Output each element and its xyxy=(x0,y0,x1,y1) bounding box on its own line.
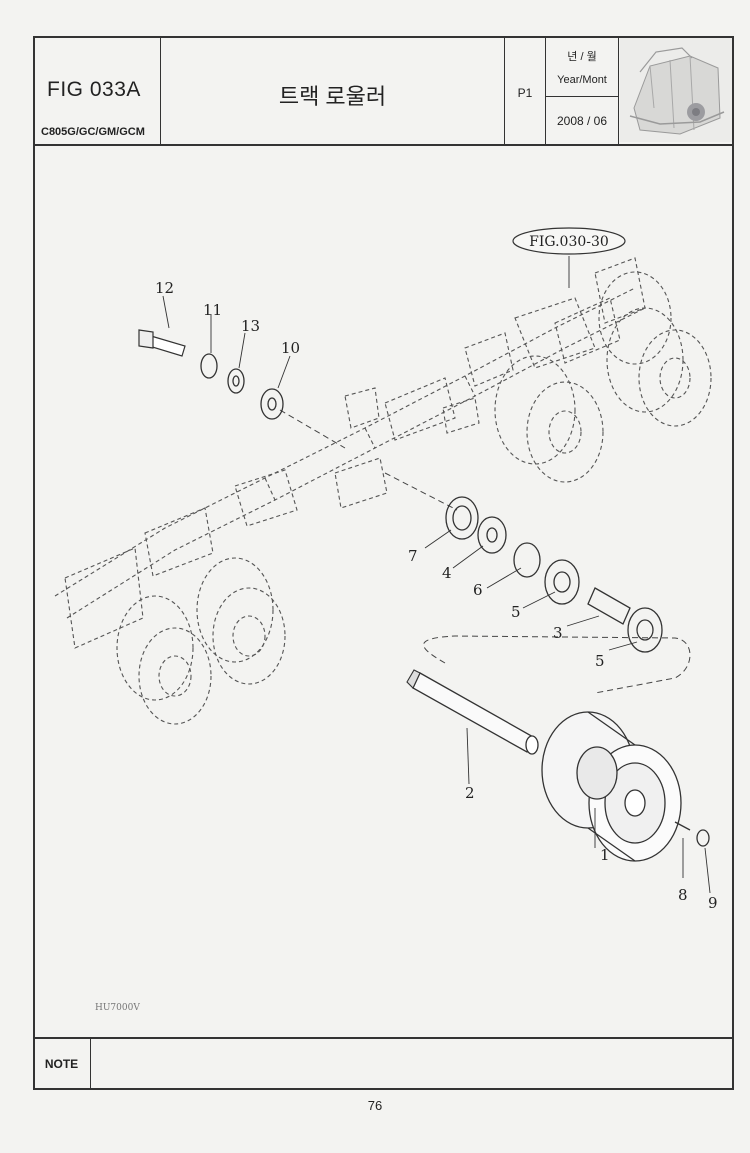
date-cell: 년 / 월 Year/Mont 2008 / 06 xyxy=(546,36,619,144)
model-list: C805G/GC/GM/GCM xyxy=(41,126,145,138)
callout-9: 9 xyxy=(708,894,718,912)
note-label: NOTE xyxy=(33,1039,91,1090)
year-month-english: Year/Mont xyxy=(557,74,607,86)
callout-12: 12 xyxy=(155,279,174,297)
washer-stack xyxy=(200,353,710,847)
figure-reference-tag: FIG.030-30 xyxy=(512,227,626,255)
callout-11: 11 xyxy=(203,301,222,319)
callout-labels: 1 2 3 4 5 5 6 7 8 9 10 11 12 13 xyxy=(155,279,718,912)
callout-6: 6 xyxy=(473,581,483,599)
roller-part-1 xyxy=(541,711,682,862)
callout-5a: 5 xyxy=(511,603,521,621)
callout-13: 13 xyxy=(241,317,260,335)
leader-dashes xyxy=(279,409,691,694)
callout-2: 2 xyxy=(465,784,475,802)
issue-date: 2008 / 06 xyxy=(556,114,608,128)
figure-reference: FIG.030-30 xyxy=(529,234,609,250)
track-frame-outline xyxy=(54,257,712,725)
note-section: NOTE xyxy=(33,1037,734,1090)
fig-cell: FIG 033A C805G/GC/GM/GCM xyxy=(33,36,161,144)
title-block: FIG 033A C805G/GC/GM/GCM 트랙 로울러 P1 년 / 월… xyxy=(33,36,734,146)
page-title: 트랙 로울러 xyxy=(278,84,387,109)
title-cell: 트랙 로울러 xyxy=(161,36,505,144)
page-number: 76 xyxy=(367,1098,383,1113)
shaft-part-2 xyxy=(406,669,539,755)
page-frame xyxy=(33,36,734,1090)
drawing-id: HU7000V xyxy=(95,1003,140,1013)
sheet-label: P1 xyxy=(517,86,533,100)
page-cell: P1 xyxy=(505,36,546,144)
date-heading: 년 / 월 Year/Mont xyxy=(546,36,618,97)
callout-10: 10 xyxy=(281,339,300,357)
callout-5b: 5 xyxy=(595,652,605,670)
year-month-korean: 년 / 월 xyxy=(567,51,597,63)
bolt-part-12 xyxy=(138,329,186,357)
callout-4: 4 xyxy=(442,564,452,582)
machine-thumbnail xyxy=(620,38,732,142)
callout-3: 3 xyxy=(553,624,563,642)
callout-7: 7 xyxy=(408,547,418,565)
figure-number: FIG 033A xyxy=(47,78,141,101)
callout-1: 1 xyxy=(600,846,610,864)
exploded-parts-diagram: FIG.030-30 1 2 3 4 5 5 6 7 8 9 10 11 12 … xyxy=(54,227,718,912)
callout-leaders xyxy=(162,256,711,894)
callout-8: 8 xyxy=(678,886,688,904)
